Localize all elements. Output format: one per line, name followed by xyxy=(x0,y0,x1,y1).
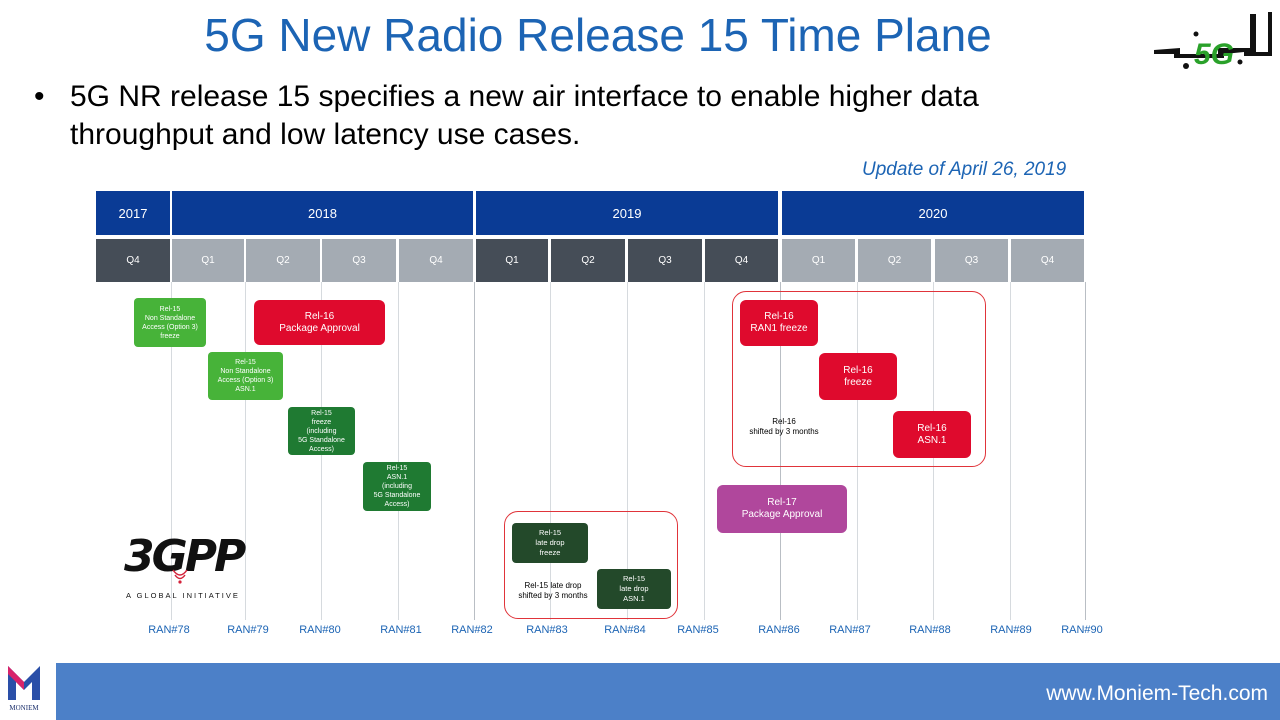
grid-line xyxy=(857,282,858,620)
late-drop-note: Rel-15 late drop shifted by 3 months xyxy=(518,581,588,600)
rel16-ran1-freeze-box: Rel-16 RAN1 freeze xyxy=(740,300,818,346)
footer-logo: MONIEM xyxy=(6,660,42,718)
footer-logo-text: MONIEM xyxy=(9,704,39,712)
bullet-point-icon: • xyxy=(34,80,45,113)
corner-logo-text: 5G xyxy=(1194,38,1235,71)
grid-line xyxy=(1010,282,1011,620)
ran-label: RAN#83 xyxy=(526,624,568,636)
ran-label: RAN#80 xyxy=(299,624,341,636)
year-header: 2017 xyxy=(96,191,170,235)
ran-label: RAN#85 xyxy=(677,624,719,636)
grid-line xyxy=(550,282,551,620)
ran-label: RAN#90 xyxy=(1061,624,1103,636)
quarter-header: Q2 xyxy=(246,239,320,282)
rel15-late-drop-freeze-box: Rel-15 late drop freeze xyxy=(512,523,588,563)
grid-line xyxy=(474,282,475,620)
grid-line xyxy=(398,282,399,620)
quarter-header: Q2 xyxy=(551,239,625,282)
corner-5g-logo: 5G xyxy=(1150,8,1272,82)
quarter-header: Q2 xyxy=(858,239,931,282)
ran-label: RAN#86 xyxy=(758,624,800,636)
grid-line xyxy=(245,282,246,620)
rel15-sa-asn1-box: Rel-15 ASN.1 (including 5G Standalone Ac… xyxy=(363,462,431,511)
corner-logo-graphic xyxy=(1154,12,1272,69)
grid-line xyxy=(171,282,172,620)
update-note: Update of April 26, 2019 xyxy=(862,159,1067,180)
ran-label: RAN#88 xyxy=(909,624,951,636)
rel16-package-approval-box: Rel-16 Package Approval xyxy=(254,300,385,345)
quarter-header: Q1 xyxy=(476,239,548,282)
logo-3gpp: 3GPP xyxy=(124,531,246,582)
ran-label: RAN#84 xyxy=(604,624,646,636)
rel16-note: Rel-16 shifted by 3 months xyxy=(749,417,819,436)
rel15-nsa-asn1-box: Rel-15 Non Standalone Access (Option 3) … xyxy=(208,352,283,400)
ran-label: RAN#81 xyxy=(380,624,422,636)
footer-url: www.Moniem-Tech.com xyxy=(1046,682,1268,705)
moniem-logo-icon xyxy=(8,666,40,700)
quarter-header: Q4 xyxy=(96,239,170,282)
rel16-asn1-box: Rel-16 ASN.1 xyxy=(893,411,971,458)
grid-line xyxy=(1085,282,1086,620)
ran-label: RAN#78 xyxy=(148,624,190,636)
quarter-header: Q4 xyxy=(705,239,778,282)
rel15-nsa-freeze-box: Rel-15 Non Standalone Access (Option 3) … xyxy=(134,298,206,347)
ran-label: RAN#82 xyxy=(451,624,493,636)
quarter-header: Q1 xyxy=(782,239,855,282)
footer-bar xyxy=(56,663,1280,720)
grid-line xyxy=(704,282,705,620)
grid-line xyxy=(627,282,628,620)
ran-label: RAN#87 xyxy=(829,624,871,636)
grid-line xyxy=(780,282,781,620)
quarter-header: Q4 xyxy=(1011,239,1084,282)
bullet-text: 5G NR release 15 specifies a new air int… xyxy=(70,80,979,151)
quarter-header: Q1 xyxy=(172,239,244,282)
year-header: 2019 xyxy=(476,191,778,235)
rel16-freeze-box: Rel-16 freeze xyxy=(819,353,897,400)
logo-3gpp-subtitle: A GLOBAL INITIATIVE xyxy=(126,591,240,600)
slide-title: 5G New Radio Release 15 Time Plane xyxy=(204,9,992,61)
late-drop-outline xyxy=(504,511,678,619)
quarter-header: Q3 xyxy=(935,239,1008,282)
quarter-header: Q4 xyxy=(399,239,473,282)
ran-label: RAN#79 xyxy=(227,624,269,636)
quarter-header: Q3 xyxy=(322,239,396,282)
rel15-late-drop-asn1-box: Rel-15 late drop ASN.1 xyxy=(597,569,671,609)
ran-label: RAN#89 xyxy=(990,624,1032,636)
3gpp-signal-icon xyxy=(172,569,188,584)
rel17-package-approval-box: Rel-17 Package Approval xyxy=(717,485,847,533)
year-header: 2020 xyxy=(782,191,1084,235)
rel15-sa-freeze-box: Rel-15 freeze (including 5G Standalone A… xyxy=(288,407,355,455)
quarter-header: Q3 xyxy=(628,239,702,282)
year-header: 2018 xyxy=(172,191,473,235)
rel16-outline xyxy=(732,291,986,467)
